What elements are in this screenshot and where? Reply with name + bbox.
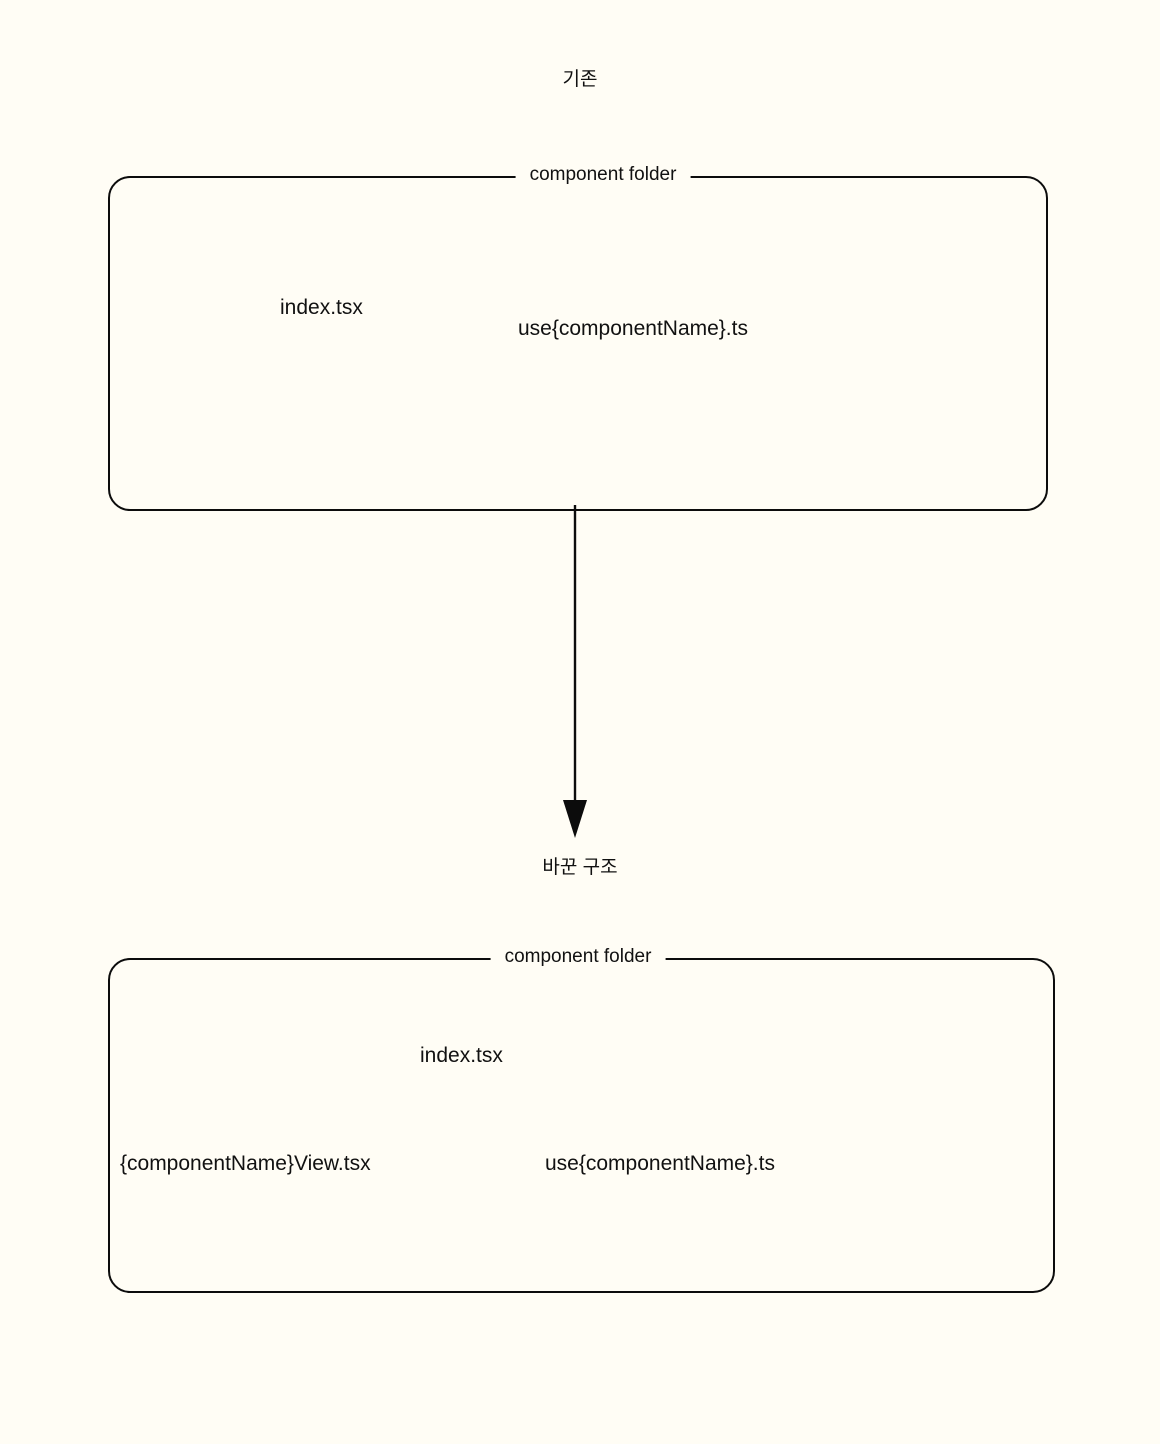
group-box-label-existing: component folder: [515, 165, 691, 184]
down-arrow-icon: [563, 505, 587, 838]
file-label-component-name-view-tsx: {componentName}View.tsx: [120, 1152, 371, 1175]
file-label-use-component-name-ts-changed: use{componentName}.ts: [545, 1152, 775, 1175]
group-box-label-changed: component folder: [490, 947, 666, 966]
file-label-index-tsx-existing: index.tsx: [280, 296, 363, 319]
component-folder-box-changed: component folder: [108, 947, 1055, 1293]
file-label-use-component-name-ts-existing: use{componentName}.ts: [518, 317, 748, 340]
page-title-before: 기존: [562, 69, 598, 90]
component-folder-box-existing: component folder: [108, 165, 1048, 511]
page-title-after: 바꾼 구조: [542, 857, 618, 878]
file-label-index-tsx-changed: index.tsx: [420, 1044, 503, 1067]
